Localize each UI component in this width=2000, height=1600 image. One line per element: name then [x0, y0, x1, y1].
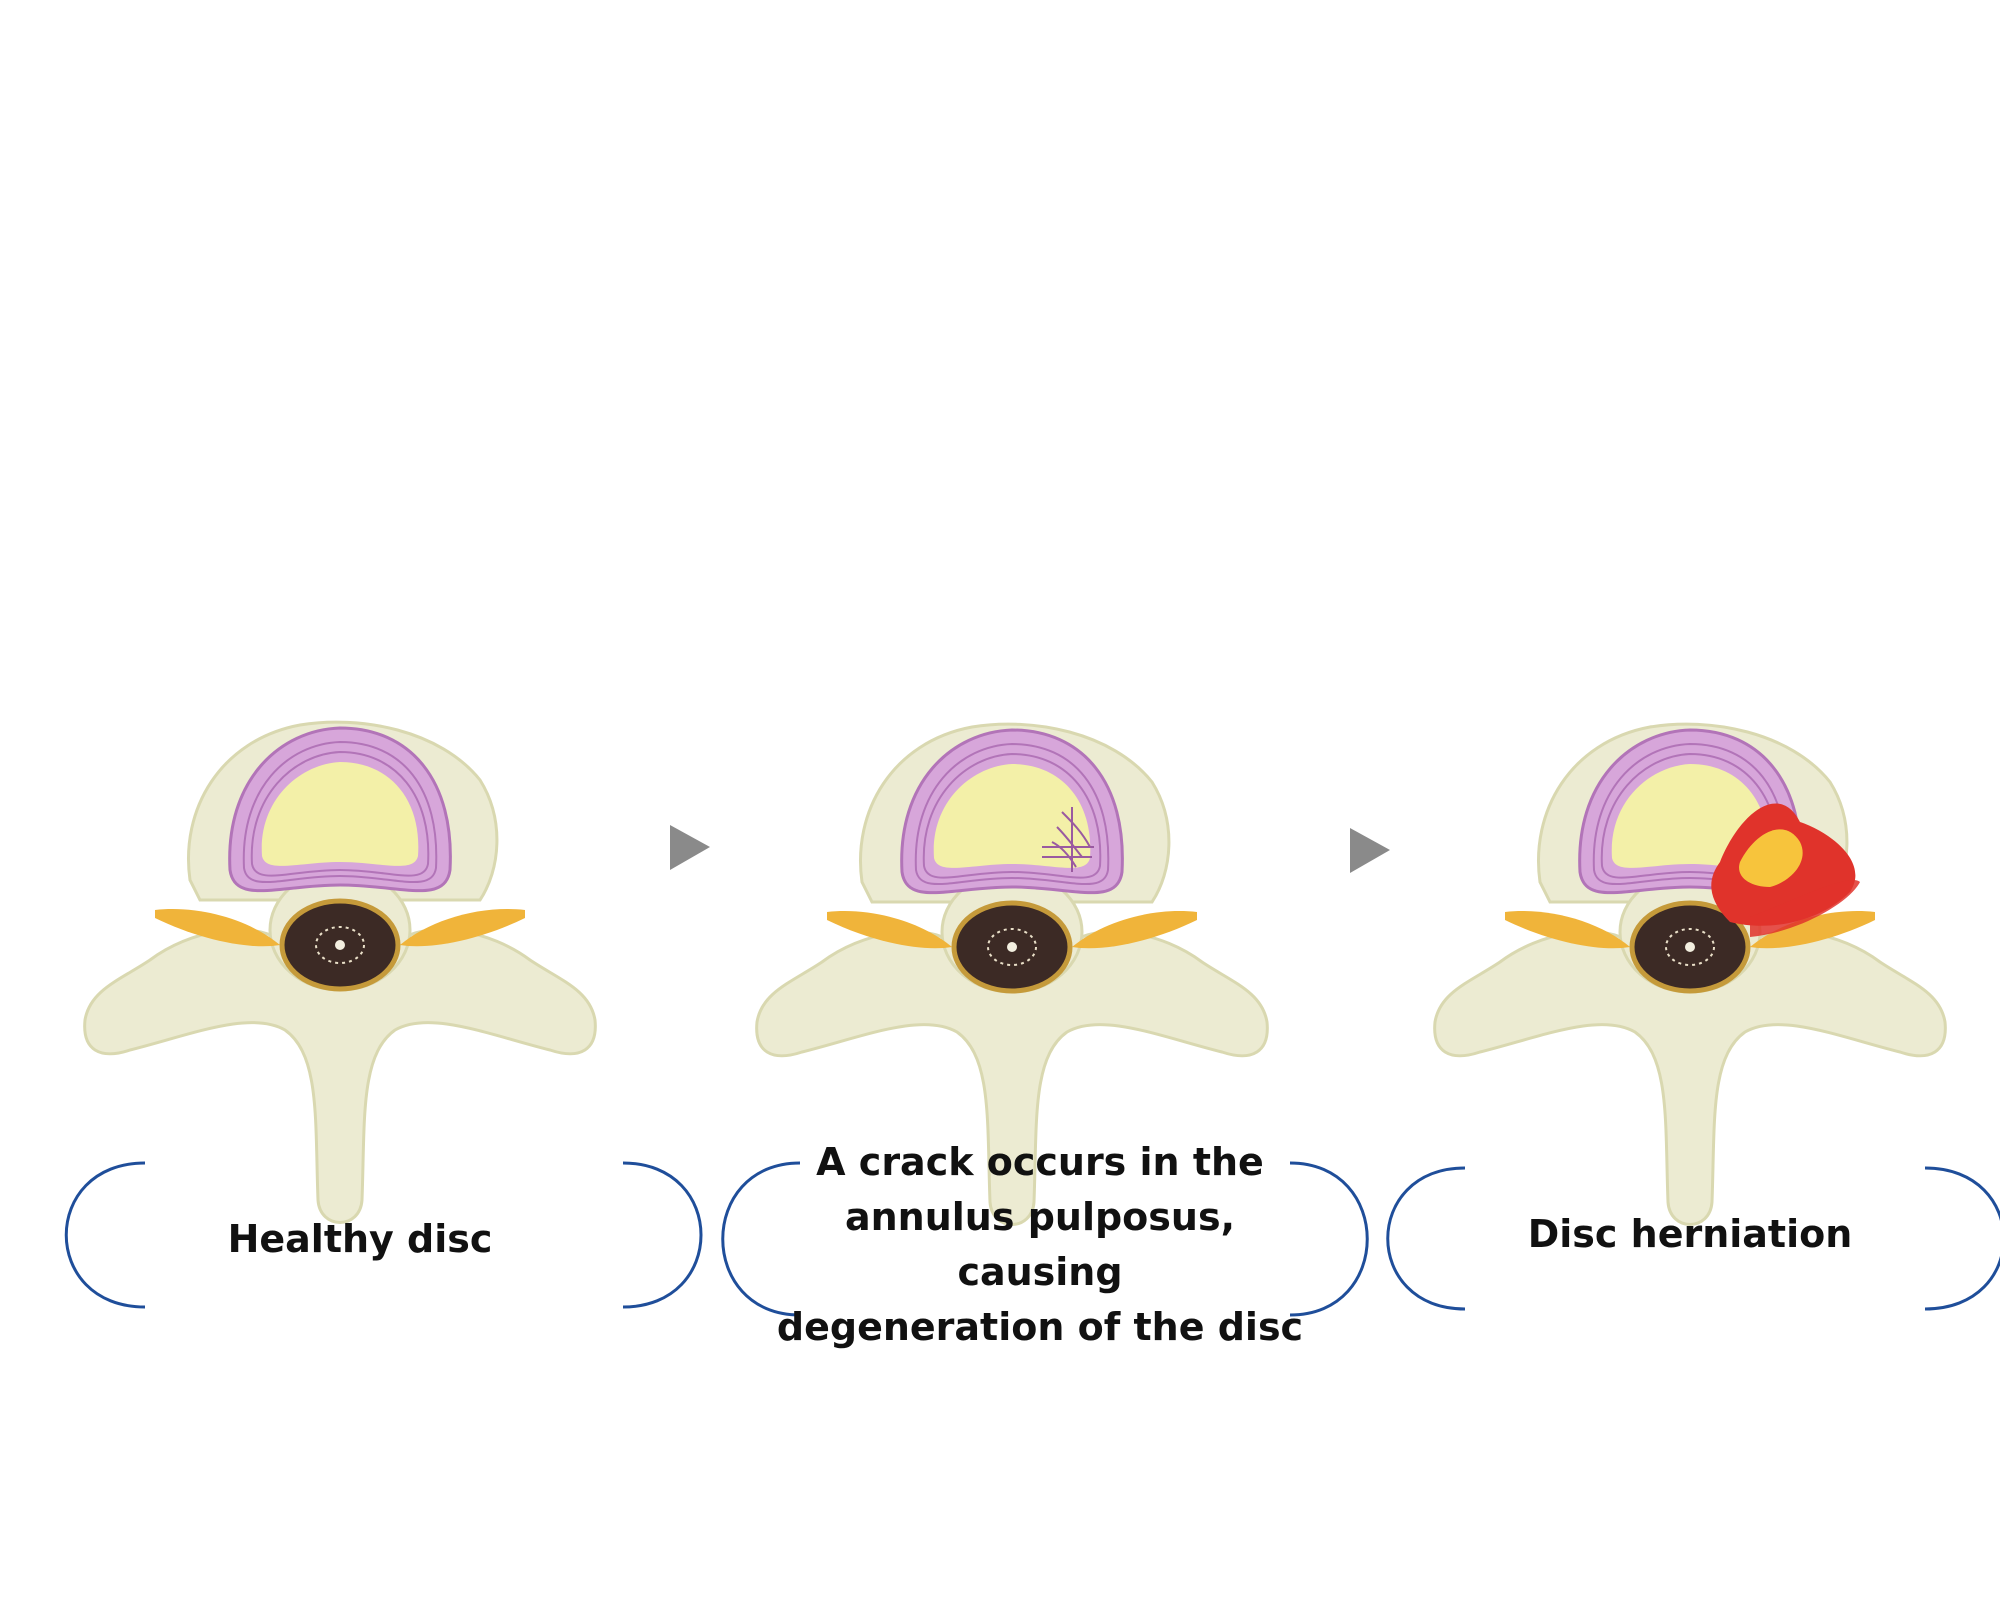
vertebra-cracked [757, 724, 1268, 1224]
bracket-left [721, 1161, 801, 1317]
vertebra-healthy [85, 722, 596, 1222]
vertebra-herniated [1435, 724, 1946, 1224]
bracket-right [622, 1161, 703, 1309]
arrow-right-icon [670, 825, 710, 870]
arrow-right-icon [1350, 828, 1390, 873]
caption-healthy-disc: Healthy disc [227, 1217, 493, 1262]
bracket-right [1289, 1161, 1369, 1317]
bracket-right [1924, 1166, 2000, 1311]
crack-mark [1042, 807, 1094, 872]
herniation-mark [1711, 803, 1860, 937]
bracket-left [64, 1161, 146, 1309]
caption-annulus-crack: A crack occurs in the annulus pulposus, … [776, 1139, 1304, 1350]
caption-disc-herniation: Disc herniation [1527, 1212, 1853, 1257]
bracket-left [1386, 1166, 1466, 1311]
